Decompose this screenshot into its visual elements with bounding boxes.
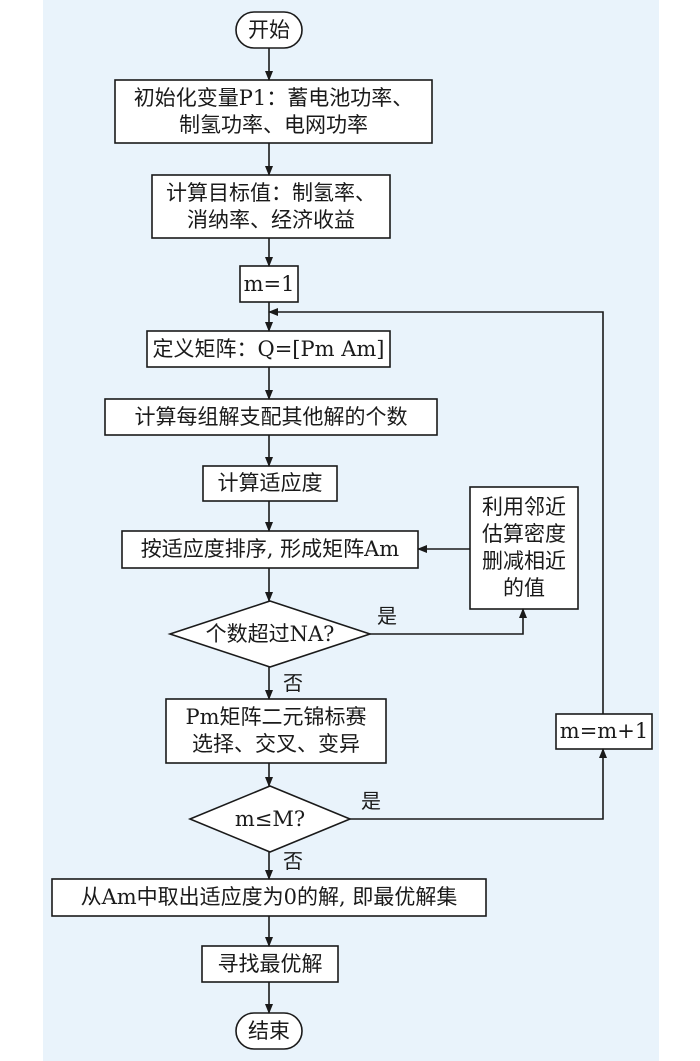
edge-label-no-1: 否 — [283, 671, 303, 696]
fitness-label: 计算适应度 — [217, 471, 323, 496]
m-increment-label: m=m+1 — [559, 719, 649, 744]
decision-m: m≤M? — [190, 786, 350, 852]
fitness-box: 计算适应度 — [203, 466, 337, 501]
edge-label-yes-1: 是 — [377, 604, 397, 629]
calc-target-box-shape — [151, 174, 391, 239]
init-box-shape — [114, 79, 433, 144]
fitness-box-shape — [202, 465, 338, 502]
start-terminal: 开始 — [236, 12, 302, 48]
count-dominance-box: 计算每组解支配其他解的个数 — [105, 399, 437, 435]
count-dominance-label: 计算每组解支配其他解的个数 — [134, 404, 408, 429]
extract-box: 从Am中取出适应度为0的解, 即最优解集 — [52, 879, 486, 916]
end-terminal: 结束 — [236, 1013, 302, 1049]
m-init-label: m=1 — [243, 271, 295, 296]
prune-box-shape — [469, 486, 579, 610]
m-increment-box: m=m+1 — [556, 714, 652, 749]
define-matrix-label: 定义矩阵：Q=[Pm Am] — [152, 336, 385, 361]
decision-count-label: 个数超过NA? — [205, 621, 335, 646]
tournament-line-1: Pm矩阵二元锦标赛 — [185, 705, 367, 730]
calc-target-line-1: 计算目标值：制氢率、 — [166, 180, 376, 205]
edge-label-yes-2: 是 — [361, 789, 381, 814]
init-box: 初始化变量P1：蓄电池功率、 制氢功率、电网功率 — [115, 80, 432, 143]
sort-box: 按适应度排序, 形成矩阵Am — [122, 531, 418, 568]
decision-m-label: m≤M? — [234, 806, 306, 831]
find-optimal-label: 寻找最优解 — [217, 951, 323, 976]
prune-line-2: 估算密度 — [482, 522, 566, 547]
edge-decision-count-yes — [370, 608, 527, 635]
decision-count: 个数超过NA? — [170, 601, 370, 667]
calc-target-box: 计算目标值：制氢率、 消纳率、经济收益 — [152, 175, 390, 238]
prune-line-3: 删减相近 — [482, 549, 566, 573]
prune-line-4: 的值 — [503, 575, 545, 600]
prune-box: 利用邻近 估算密度 删减相近 的值 — [470, 487, 578, 609]
m-init-box: m=1 — [240, 266, 298, 302]
find-optimal-box-shape — [201, 945, 339, 983]
init-line-2: 制氢功率、电网功率 — [179, 112, 368, 137]
init-line-1: 初始化变量P1：蓄电池功率、 — [133, 85, 414, 110]
calc-target-line-2: 消纳率、经济收益 — [187, 207, 355, 232]
sort-label: 按适应度排序, 形成矩阵Am — [140, 537, 400, 562]
edge-decision-m-yes — [350, 748, 607, 820]
start-label: 开始 — [248, 17, 290, 42]
prune-line-1: 利用邻近 — [482, 495, 566, 520]
tournament-line-2: 选择、交叉、变异 — [192, 732, 360, 756]
decision-count-shape — [167, 600, 373, 668]
tournament-box: Pm矩阵二元锦标赛 选择、交叉、变异 — [166, 699, 386, 763]
find-optimal-box: 寻找最优解 — [202, 946, 338, 982]
edge-label-no-2: 否 — [283, 849, 303, 874]
extract-label: 从Am中取出适应度为0的解, 即最优解集 — [80, 885, 458, 910]
end-label: 结束 — [248, 1018, 290, 1043]
define-matrix-box: 定义矩阵：Q=[Pm Am] — [147, 331, 390, 367]
decision-m-shape — [187, 785, 353, 853]
tournament-box-shape — [165, 698, 387, 764]
edge-loop-back — [268, 308, 604, 714]
